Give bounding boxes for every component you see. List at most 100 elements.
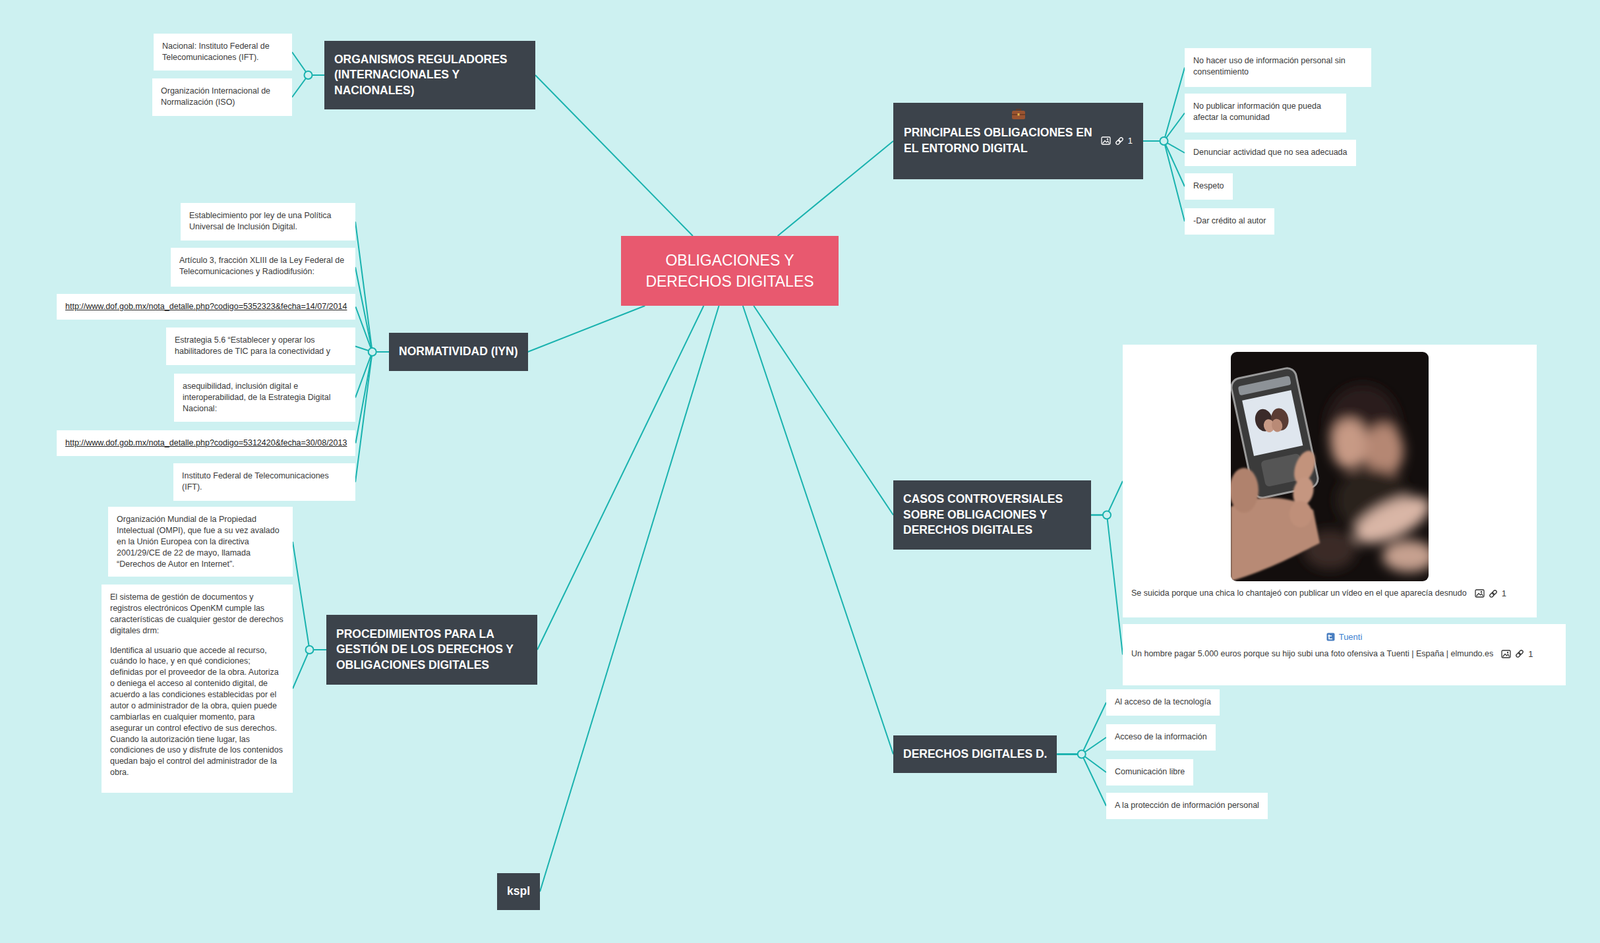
- note-text: Artículo 3, fracción XLIII de la Ley Fed…: [179, 255, 347, 278]
- image-icon: [1501, 650, 1512, 659]
- link-note: http://www.dof.gob.mx/nota_detalle.php?c…: [56, 430, 356, 457]
- caption-text: Se suicida porque una chica lo chantajeó…: [1131, 588, 1467, 600]
- connector-line: [1091, 481, 1123, 516]
- connector-line: [742, 305, 894, 755]
- connector-line: [355, 352, 389, 483]
- note-text: Instituto Federal de Telecomunicaciones …: [181, 470, 347, 494]
- connector-line: [1056, 702, 1107, 755]
- connector-line: [355, 352, 389, 444]
- connector-line: [355, 267, 389, 353]
- link-icon: [1488, 589, 1498, 599]
- note-text: -Dar crédito al autor: [1193, 215, 1266, 227]
- note-text: Organización Mundial de la Propiedad Int…: [116, 514, 285, 570]
- connector-line: [777, 141, 894, 237]
- leaf-note: Establecimiento por ley de una Política …: [180, 203, 356, 241]
- connector-line: [1143, 141, 1185, 222]
- connector-line: [1143, 141, 1185, 187]
- connector-line: [1091, 515, 1123, 656]
- branch-topic: ORGANISMOS REGULADORES (INTERNACIONALES …: [324, 40, 536, 110]
- topic-text: kspl: [506, 884, 531, 900]
- central-topic: OBLIGACIONES Y DERECHOS DIGITALES: [621, 236, 839, 306]
- connector-line: [528, 305, 646, 353]
- leaf-note: A la protección de información personal: [1106, 793, 1268, 820]
- hub-dot: [1102, 511, 1111, 520]
- link-card: Tuenti Un hombre pagar 5.000 euros porque…: [1122, 624, 1566, 686]
- link-count: 1: [1501, 588, 1507, 600]
- link-count: 1: [1528, 648, 1533, 661]
- leaf-note: Denunciar actividad que no sea adecuada: [1184, 139, 1357, 167]
- branch-topic: PRINCIPALES OBLIGACIONES EN EL ENTORNO D…: [893, 102, 1144, 180]
- image-icon: [1474, 589, 1485, 598]
- note-text: Acceso de la información: [1114, 731, 1208, 743]
- branch-topic: kspl: [497, 873, 540, 911]
- hub-dot: [305, 646, 314, 654]
- connector-line: [535, 75, 693, 237]
- note-text: Nacional: Instituto Federal de Telecomun…: [162, 40, 284, 64]
- leaf-note: Organización Mundial de la Propiedad Int…: [108, 506, 293, 577]
- topic-text: OBLIGACIONES Y DERECHOS DIGITALES: [632, 249, 827, 293]
- branch-topic: NORMATIVIDAD (IYN): [388, 332, 529, 372]
- connector-line: [753, 305, 894, 516]
- hub-dot: [368, 348, 377, 356]
- link-icon: [1114, 136, 1125, 146]
- leaf-note: Al acceso de la tecnología: [1106, 689, 1220, 716]
- image-icon: [1100, 136, 1111, 146]
- note-text: Organización Internacional de Normalizac…: [160, 85, 284, 109]
- note-text: El sistema de gestión de documentos y re…: [110, 592, 285, 637]
- note-text: Establecimiento por ley de una Política …: [189, 210, 347, 233]
- site-name: Tuenti: [1338, 631, 1363, 644]
- leaf-note: Instituto Federal de Telecomunicaciones …: [173, 463, 356, 502]
- leaf-note: El sistema de gestión de documentos y re…: [101, 584, 293, 794]
- leaf-note: No publicar información que pueda afecta…: [1184, 93, 1347, 133]
- caption-text: Un hombre pagar 5.000 euros porque su hi…: [1131, 648, 1494, 660]
- note-text: http://www.dof.gob.mx/nota_detalle.php?c…: [65, 437, 347, 449]
- note-text: http://www.dof.gob.mx/nota_detalle.php?c…: [65, 301, 347, 313]
- note-text: Estrategia 5.6 “Establecer y operar los …: [174, 334, 347, 358]
- topic-text: NORMATIVIDAD (IYN): [398, 344, 519, 360]
- connector-line: [355, 222, 389, 353]
- leaf-note: Acceso de la información: [1106, 724, 1216, 751]
- note-text: Comunicación libre: [1114, 766, 1185, 778]
- note-text: Al acceso de la tecnología: [1114, 696, 1212, 709]
- topic-text: PRINCIPALES OBLIGACIONES EN EL ENTORNO D…: [903, 125, 1094, 157]
- branch-topic: CASOS CONTROVERSIALES SOBRE OBLIGACIONES…: [893, 480, 1092, 550]
- leaf-note: No hacer uso de información personal sin…: [1184, 48, 1372, 88]
- hub-dot: [1160, 137, 1169, 146]
- leaf-note: asequibilidad, inclusión digital e inter…: [174, 373, 356, 422]
- note-text: asequibilidad, inclusión digital e inter…: [182, 381, 347, 415]
- photo-frame: [1131, 352, 1529, 582]
- note-text: No publicar información que pueda afecta…: [1193, 100, 1338, 124]
- leaf-note: -Dar crédito al autor: [1184, 208, 1275, 235]
- site-icon: [1326, 632, 1335, 642]
- connector-line: [539, 305, 719, 892]
- topic-text: ORGANISMOS REGULADORES (INTERNACIONALES …: [334, 52, 526, 99]
- note-text: Denunciar actividad que no sea adecuada: [1193, 147, 1348, 159]
- note-text: Identifica al usuario que accede al recu…: [110, 645, 285, 780]
- briefcase-icon: [1011, 108, 1026, 120]
- hub-dot: [304, 71, 313, 80]
- leaf-note: Comunicación libre: [1106, 759, 1194, 786]
- connector-line: [355, 307, 389, 353]
- image-card: Se suicida porque una chica lo chantajeó…: [1122, 344, 1537, 618]
- hub-dot: [1077, 750, 1086, 759]
- photo-illustration: [1230, 352, 1429, 582]
- connector-line: [292, 650, 327, 689]
- leaf-note: Estrategia 5.6 “Establecer y operar los …: [166, 327, 356, 366]
- branch-topic: DERECHOS DIGITALES D.: [893, 735, 1057, 774]
- link-icon: [1514, 649, 1525, 659]
- connector-line: [1056, 754, 1107, 807]
- note-text: No hacer uso de información personal sin…: [1193, 55, 1363, 78]
- topic-text: DERECHOS DIGITALES D.: [903, 746, 1047, 763]
- leaf-note: Artículo 3, fracción XLIII de la Ley Fed…: [170, 247, 356, 287]
- connector-line: [355, 352, 389, 398]
- note-text: Respeto: [1193, 180, 1225, 192]
- leaf-note: Nacional: Instituto Federal de Telecomun…: [153, 33, 293, 71]
- link-count: 1: [1127, 135, 1133, 148]
- connector-line: [1143, 67, 1185, 142]
- topic-text: PROCEDIMIENTOS PARA LA GESTIÓN DE LOS DE…: [336, 626, 528, 674]
- note-text: A la protección de información personal: [1114, 800, 1260, 812]
- leaf-note: Organización Internacional de Normalizac…: [152, 78, 293, 117]
- connector-line: [537, 305, 704, 651]
- link-note: http://www.dof.gob.mx/nota_detalle.php?c…: [56, 294, 356, 320]
- topic-text: CASOS CONTROVERSIALES SOBRE OBLIGACIONES…: [903, 491, 1082, 539]
